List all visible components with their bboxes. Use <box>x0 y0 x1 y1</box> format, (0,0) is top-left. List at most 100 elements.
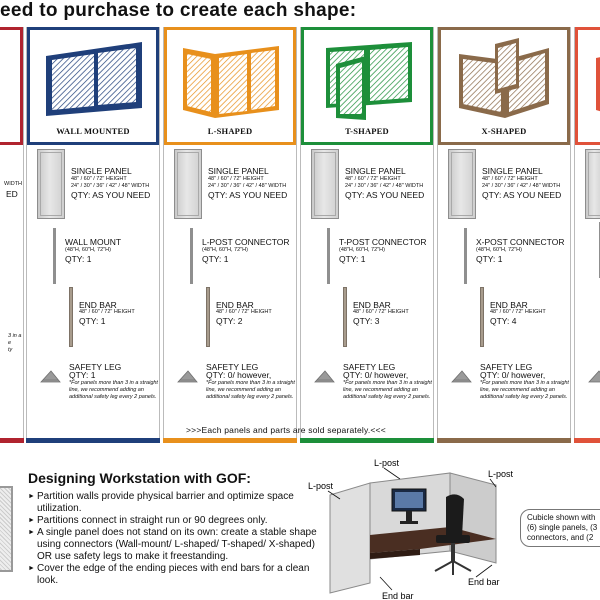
end-bar-image <box>69 287 73 347</box>
label-end-bar-right: End bar <box>468 577 500 587</box>
workstation-illustration: L-post L-post L-post End bar End bar <box>308 458 514 600</box>
connector-title: T-POST CONNECTOR <box>339 237 427 247</box>
column-bottom-bar <box>163 438 297 443</box>
safety-leg-title: SAFETY LEG <box>480 362 533 372</box>
safety-leg-note: *For panels more than 3 in a straight li… <box>206 380 295 400</box>
safety-leg-note: *For panels more than 3 in a straight li… <box>480 380 569 400</box>
l-post-connector-image <box>190 228 193 284</box>
panel-height-options: 48" / 60" / 72" HEIGHT <box>345 176 401 182</box>
gof-bullet: Partitions connect in straight run or 90… <box>28 515 318 527</box>
panel-width-options: 24" / 30" / 36" / 42" / 48" WIDTH <box>208 183 287 189</box>
connector-qty: QTY: 1 <box>202 254 229 264</box>
safety-leg-title: SAFETY LEG <box>343 362 396 372</box>
wall-mounted-diagram-icon <box>46 42 142 116</box>
end-bar-image <box>343 287 347 347</box>
column-bottom-bar <box>0 438 24 443</box>
column-label: X-SHAPED <box>481 126 527 136</box>
end-bar-title: END BAR <box>79 300 117 310</box>
column-bottom-bar <box>300 438 434 443</box>
t-post-connector-image <box>327 228 330 284</box>
label-l-post-right: L-post <box>488 469 514 479</box>
gof-title: Designing Workstation with GOF: <box>28 470 251 486</box>
gof-bullet: Cover the edge of the ending pieces with… <box>28 563 318 587</box>
panel-width-options: 24" / 30" / 36" / 42" / 48" WIDTH <box>482 183 561 189</box>
column-partial-right <box>574 27 600 443</box>
safety-leg-note: *For panels more than 3 in a straight li… <box>69 380 158 400</box>
end-bar-qty: QTY: 4 <box>490 316 517 326</box>
label-l-post-left: L-post <box>308 481 334 491</box>
safety-leg-qty: QTY: 1 <box>69 370 96 380</box>
column-header-l-shaped: L-SHAPED <box>164 27 296 145</box>
safety-leg-icon <box>451 370 472 383</box>
connector-qty: QTY: 1 <box>476 254 503 264</box>
label-end-bar-bottom: End bar <box>382 591 414 600</box>
panel-height-options: 48" / 60" / 72" HEIGHT <box>482 176 538 182</box>
column-bottom-bar <box>437 438 571 443</box>
column-t-shaped: T-SHAPED SINGLE PANEL 48" / 60" / 72" HE… <box>300 27 434 443</box>
x-post-connector-image <box>464 228 467 284</box>
page-heading: eed to purchase to create each shape: <box>0 0 357 21</box>
panel-qty: QTY: AS YOU NEED <box>71 190 151 200</box>
column-header-t-shaped: T-SHAPED <box>301 27 433 145</box>
safety-leg-qty: QTY: 0/ however, <box>206 370 272 380</box>
single-panel-image <box>311 149 339 219</box>
safety-leg-icon <box>314 370 335 383</box>
safety-leg-note: *For panels more than 3 in a straight li… <box>343 380 432 400</box>
gof-bullet-list: Partition walls provide physical barrier… <box>28 491 318 587</box>
connector-heights: (48"H, 60"H, 72"H) <box>339 247 385 253</box>
end-bar-heights: 48" / 60" / 72" HEIGHT <box>216 309 272 315</box>
column-wall-mounted: WALL MOUNTED SINGLE PANEL 48" / 60" / 72… <box>26 27 160 443</box>
callout-line: Cubicle shown with <box>527 513 596 522</box>
wall-mount-image <box>53 228 56 284</box>
cubicle-callout: Cubicle shown with (6) single panels, (3… <box>520 509 600 547</box>
end-bar-qty: QTY: 2 <box>216 316 243 326</box>
connector-heights: (48"H, 60"H, 72"H) <box>202 247 248 253</box>
l-shaped-diagram-icon <box>183 46 279 118</box>
x-shaped-diagram-icon <box>459 38 549 118</box>
safety-leg-icon <box>40 370 61 383</box>
column-header-x-shaped: X-SHAPED <box>438 27 570 145</box>
end-bar-title: END BAR <box>216 300 254 310</box>
connector-qty: QTY: 1 <box>65 254 92 264</box>
column-header-partial-left <box>0 27 23 145</box>
t-shaped-diagram-icon <box>326 42 412 120</box>
single-panel-image <box>585 149 600 219</box>
end-bar-image <box>206 287 210 347</box>
partial-diagram-icon <box>596 57 600 112</box>
panel-height-options: 48" / 60" / 72" HEIGHT <box>208 176 264 182</box>
end-bar-heights: 48" / 60" / 72" HEIGHT <box>353 309 409 315</box>
panel-title: SINGLE PANEL <box>345 166 406 176</box>
connector-heights: (48"H, 60"H, 72"H) <box>476 247 522 253</box>
panel-title: SINGLE PANEL <box>208 166 269 176</box>
column-bottom-bar <box>26 438 160 443</box>
safety-leg-qty: QTY: 0/ however, <box>343 370 409 380</box>
column-partial-left: WIDTH ED 3 in a e ty <box>0 27 24 443</box>
panel-qty: QTY: AS YOU NEED <box>345 190 425 200</box>
column-header-wall-mounted: WALL MOUNTED <box>27 27 159 145</box>
panel-width-options: 24" / 30" / 36" / 42" / 48" WIDTH <box>345 183 424 189</box>
panel-title: SINGLE PANEL <box>71 166 132 176</box>
single-panel-image <box>174 149 202 219</box>
panel-height-options: 48" / 60" / 72" HEIGHT <box>71 176 127 182</box>
column-x-shaped: X-SHAPED SINGLE PANEL 48" / 60" / 72" HE… <box>437 27 571 443</box>
connector-title: WALL MOUNT <box>65 237 122 247</box>
callout-line: (6) single panels, (3 <box>527 523 598 532</box>
safety-leg-icon <box>588 370 600 383</box>
sold-separately-note: >>>Each panels and parts are sold separa… <box>186 425 386 435</box>
safety-leg-qty: QTY: 0/ however, <box>480 370 546 380</box>
connector-title: X-POST CONNECTOR <box>476 237 565 247</box>
panel-thumbnail <box>0 486 13 572</box>
connector-qty: QTY: 1 <box>339 254 366 264</box>
gof-bullet: Partition walls provide physical barrier… <box>28 491 318 515</box>
safety-leg-icon <box>177 370 198 383</box>
panel-title: SINGLE PANEL <box>482 166 543 176</box>
column-header-partial-right <box>575 27 600 145</box>
column-label: L-SHAPED <box>207 126 253 136</box>
label-l-post-top: L-post <box>374 458 400 468</box>
leg-note-partial: 3 in a e ty <box>8 333 22 353</box>
end-bar-qty: QTY: 3 <box>353 316 380 326</box>
panel-qty: QTY: AS YOU NEED <box>208 190 288 200</box>
panel-width-options: 24" / 30" / 36" / 42" / 48" WIDTH <box>71 183 150 189</box>
end-bar-title: END BAR <box>490 300 528 310</box>
panel-qty: QTY: AS YOU NEED <box>482 190 562 200</box>
